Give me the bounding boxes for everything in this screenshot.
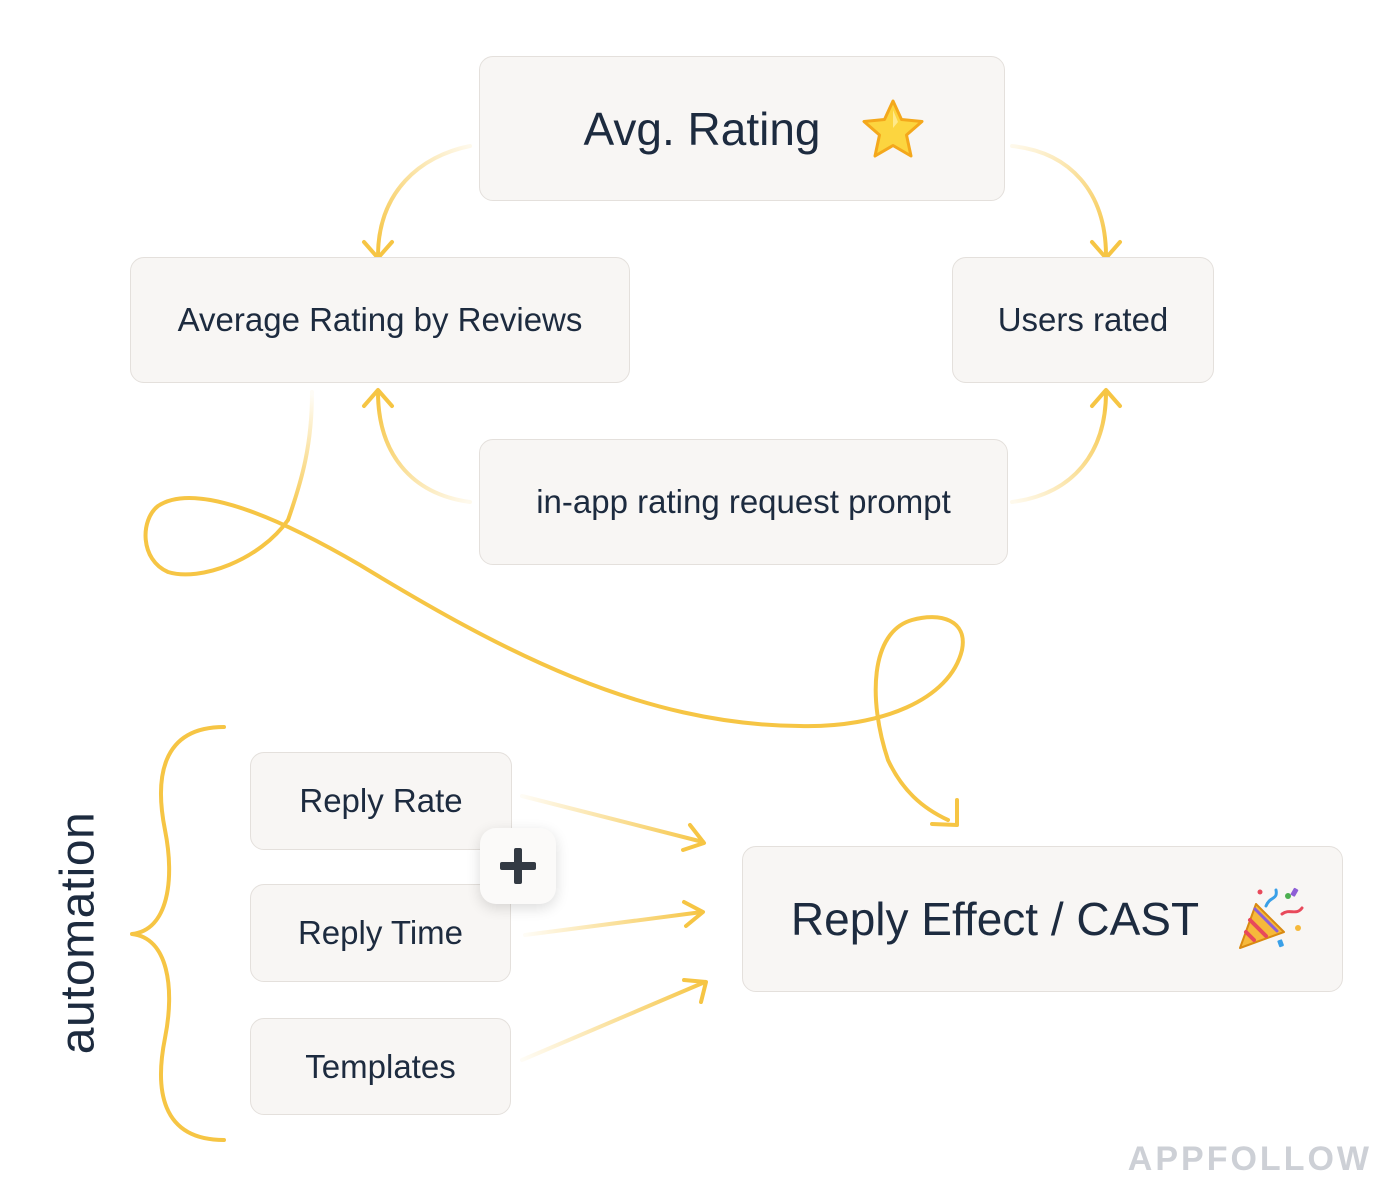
node-templates-label: Templates	[305, 1047, 456, 1085]
node-average-rating-by-reviews-label: Average Rating by Reviews	[177, 301, 583, 338]
node-reply-effect-cast: Reply Effect / CAST	[742, 846, 1343, 992]
node-in-app-rating-prompt: in-app rating request prompt	[479, 439, 1008, 565]
arrow-reply-rate-to-effect	[520, 794, 706, 852]
node-reply-time: Reply Time	[250, 884, 511, 982]
node-avg-rating-label: Avg. Rating	[583, 102, 821, 155]
node-reply-time-label: Reply Time	[297, 914, 464, 951]
arrow-reply-time-to-effect	[523, 900, 705, 937]
automation-group-label: automation	[51, 811, 105, 1055]
arrow-reviews-to-reply-effect	[143, 390, 965, 827]
node-in-app-rating-prompt-label: in-app rating request prompt	[536, 483, 951, 520]
node-average-rating-by-reviews: Average Rating by Reviews	[130, 257, 630, 383]
arrow-prompt-to-users	[1010, 388, 1122, 504]
party-popper-icon	[1239, 887, 1304, 949]
arrow-templates-to-effect	[520, 978, 708, 1062]
arrow-avg-to-reviews	[362, 144, 472, 260]
star-icon	[862, 99, 924, 158]
plus-badge	[480, 828, 556, 904]
node-users-rated: Users rated	[952, 257, 1214, 383]
node-templates: Templates	[250, 1018, 511, 1115]
node-users-rated-label: Users rated	[997, 301, 1169, 338]
node-avg-rating: Avg. Rating	[479, 56, 1005, 201]
node-reply-rate: Reply Rate	[250, 752, 512, 850]
appfollow-watermark: APPFOLLOW	[1127, 1140, 1372, 1178]
arrow-prompt-to-reviews	[362, 388, 472, 504]
node-reply-rate-label: Reply Rate	[299, 782, 463, 819]
arrow-avg-to-users	[1010, 144, 1122, 260]
plus-icon	[500, 848, 536, 884]
automation-brace	[130, 725, 226, 1142]
node-reply-effect-cast-label: Reply Effect / CAST	[790, 893, 1200, 945]
